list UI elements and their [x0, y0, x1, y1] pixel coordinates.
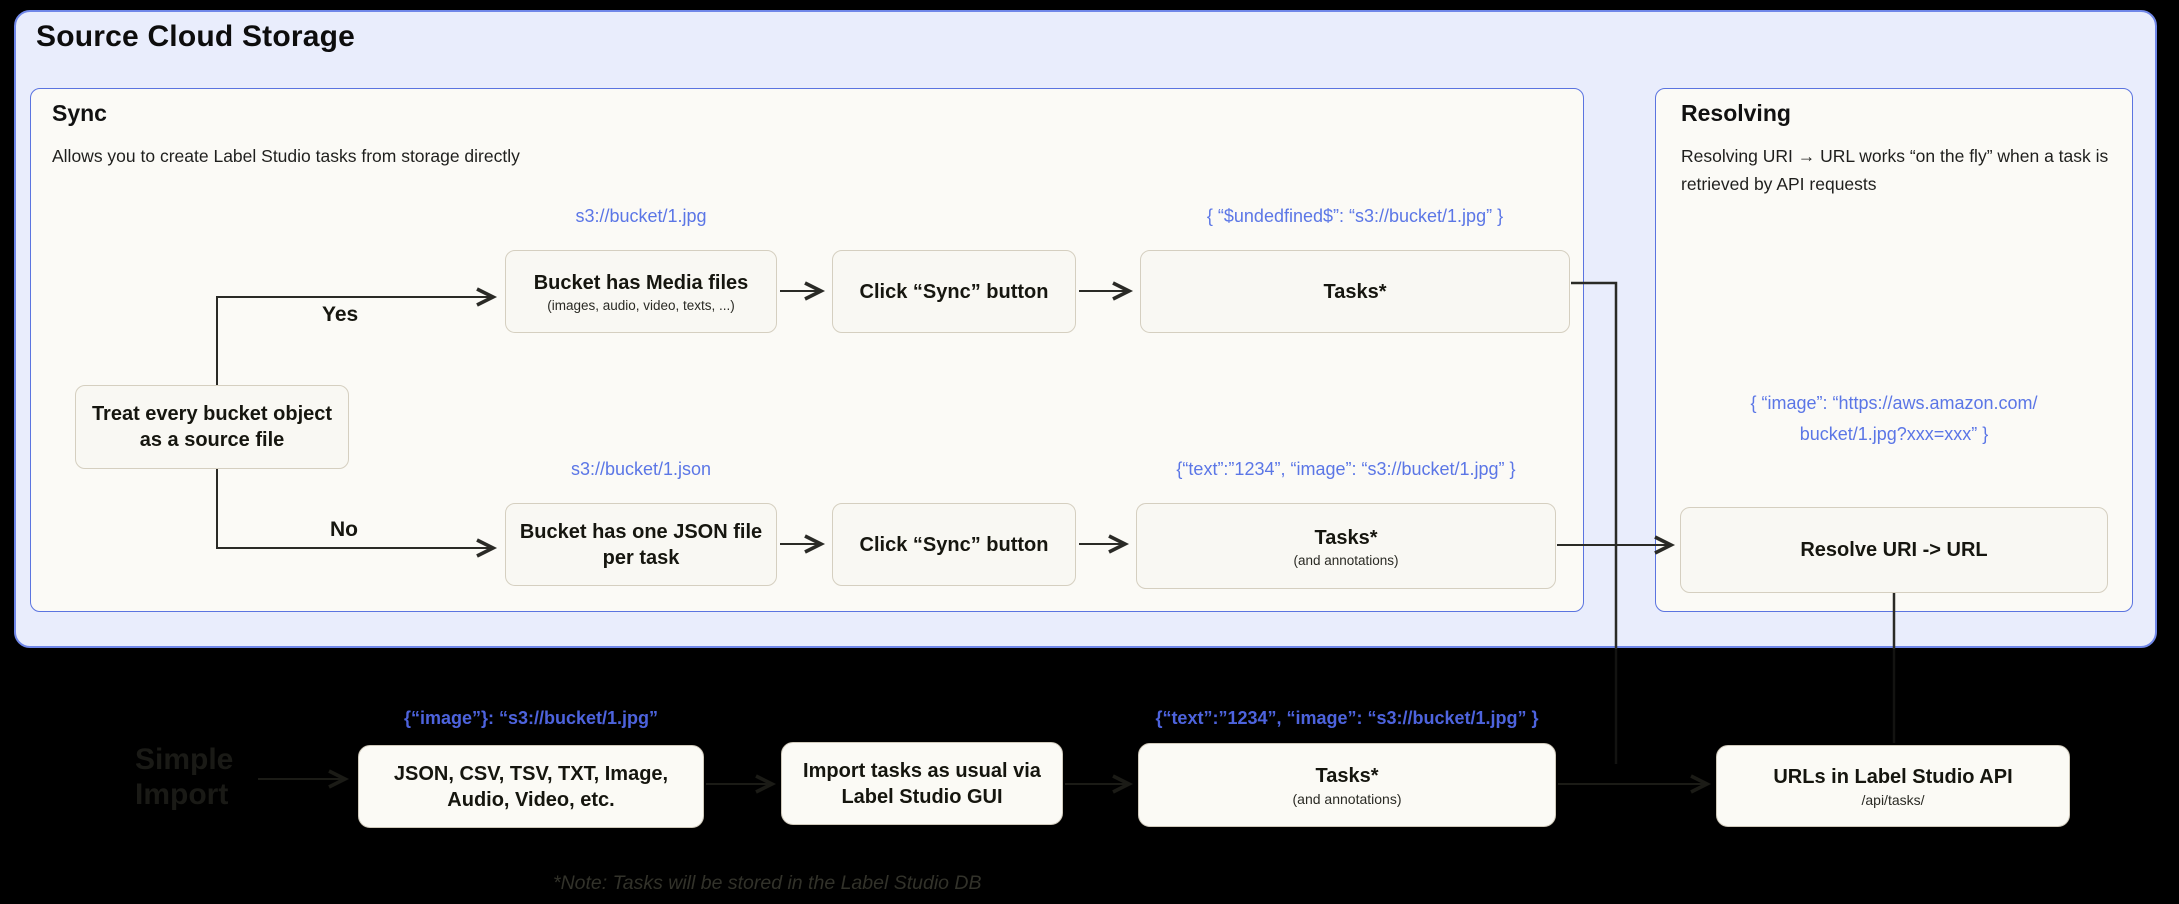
decision-box-label: Treat every bucket object as a source fi… — [91, 403, 333, 451]
api-urls-box: URLs in Label Studio API /api/tasks/ — [1716, 745, 2070, 827]
uri-label-json: s3://bucket/1.json — [570, 459, 712, 479]
bucket-media-title: Bucket has Media files — [533, 272, 749, 294]
no-branch-label: No — [330, 518, 358, 541]
import-tasks-title: Tasks* — [1315, 765, 1379, 787]
uri-label-media: s3://bucket/1.jpg — [575, 206, 707, 226]
import-tasks-json-label: {“text”:”1234”, “image”: “s3://bucket/1.… — [1155, 708, 1539, 728]
decision-box: Treat every bucket object as a source fi… — [75, 385, 349, 469]
click-sync-label-json: Click “Sync” button — [859, 533, 1049, 556]
api-urls-sub: /api/tasks/ — [1861, 792, 1925, 808]
bucket-json-title: Bucket has one JSON file per task — [519, 520, 763, 569]
tasks-title-json: Tasks* — [1314, 526, 1378, 549]
resolving-panel-title: Resolving — [1681, 100, 1791, 126]
import-gui-box: Import tasks as usual via Label Studio G… — [781, 742, 1063, 825]
tasks-db-note: *Note: Tasks will be stored in the Label… — [553, 872, 982, 894]
tasks-sub-json: (and annotations) — [1293, 552, 1399, 568]
click-sync-box-json: Click “Sync” button — [832, 503, 1076, 586]
tasks-title-media: Tasks* — [1323, 280, 1387, 303]
tasks-box-json: Tasks* (and annotations) — [1136, 503, 1556, 589]
yes-branch-label: Yes — [322, 303, 359, 326]
task-json-label-json: {“text”:”1234”, “image”: “s3://bucket/1.… — [1176, 459, 1516, 479]
tasks-box-media: Tasks* — [1140, 250, 1570, 333]
import-tasks-sub: (and annotations) — [1292, 791, 1402, 807]
bucket-json-box: Bucket has one JSON file per task — [505, 503, 777, 586]
formats-box-label: JSON, CSV, TSV, TXT, Image, Audio, Video… — [393, 762, 669, 811]
import-tasks-box: Tasks* (and annotations) — [1138, 743, 1556, 827]
bucket-media-box: Bucket has Media files (images, audio, v… — [505, 250, 777, 333]
sync-panel-title: Sync — [52, 100, 107, 126]
click-sync-label-media: Click “Sync” button — [859, 280, 1049, 303]
sync-panel-subtitle: Allows you to create Label Studio tasks … — [52, 146, 520, 166]
formats-box: JSON, CSV, TSV, TXT, Image, Audio, Video… — [358, 745, 704, 828]
resolve-uri-label: Resolve URI -> URL — [1800, 539, 1988, 561]
formats-json-label: {“image”}: “s3://bucket/1.jpg” — [403, 708, 659, 728]
resolved-url-label-line2: bucket/1.jpg?xxx=xxx” } — [1799, 424, 1989, 444]
page-title: Source Cloud Storage — [36, 20, 356, 53]
bucket-media-sub: (images, audio, video, texts, ...) — [547, 298, 735, 313]
resolving-panel-description: Resolving URI → URL works “on the fly” w… — [1681, 146, 2109, 194]
resolved-url-label-line1: { “image”: “https://aws.amazon.com/ — [1750, 393, 2038, 413]
task-json-label-media: { “$undedfined$”: “s3://bucket/1.jpg” } — [1206, 206, 1504, 226]
click-sync-box-media: Click “Sync” button — [832, 250, 1076, 333]
resolved-url-label: { “image”: “https://aws.amazon.com/ buck… — [1680, 388, 2108, 450]
ghost-simple-import-title: Simple Import — [135, 743, 234, 811]
resolve-uri-box: Resolve URI -> URL — [1680, 507, 2108, 593]
import-gui-label: Import tasks as usual via Label Studio G… — [803, 759, 1041, 808]
api-urls-title: URLs in Label Studio API — [1773, 766, 2013, 788]
